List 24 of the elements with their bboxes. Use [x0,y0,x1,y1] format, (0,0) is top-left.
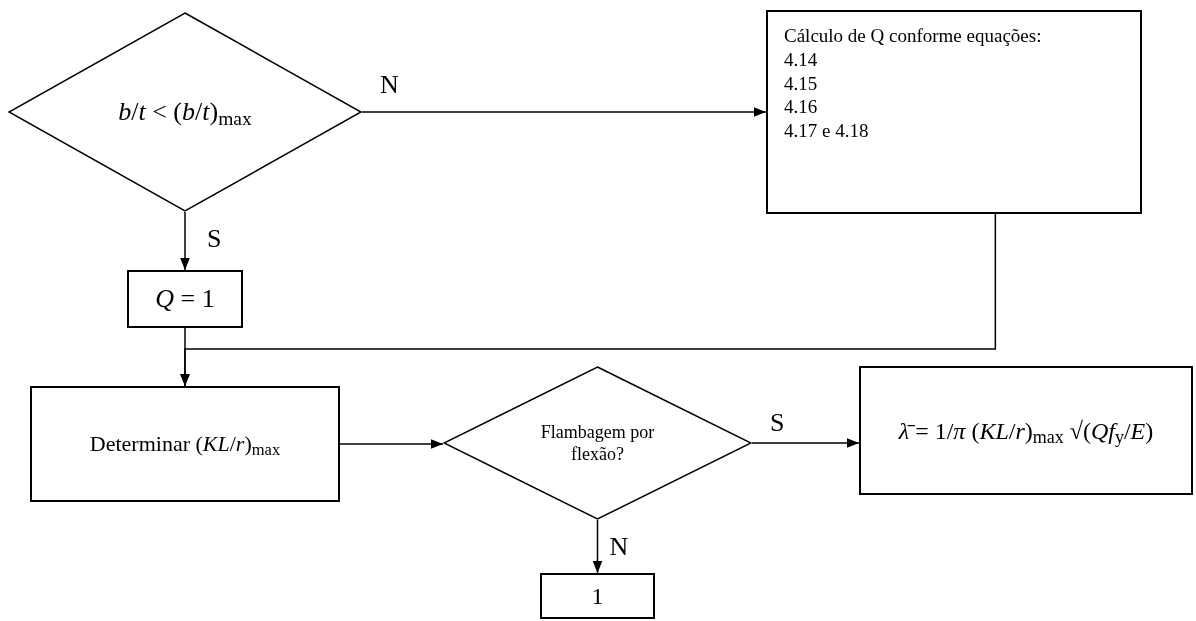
decision-diamond [443,366,752,520]
box-text: Cálculo de Q conforme equações: [784,24,1042,48]
decision-text: Flambagem por flexão? [539,420,656,466]
decision-text: b/t < (b/t)$_{max}$ [118,95,252,129]
box-text: Q = 1 [155,282,215,315]
box-text: 4.14 [784,47,818,72]
box-text: 4.15 [784,71,818,96]
process-box [859,366,1193,495]
arrow [592,519,603,574]
box-text: λ̄ = 1/π (KL/r)$_{max}$ √(Qf$_{y}$/E) [898,416,1154,446]
box-text: 4.17 e 4.18 [784,119,869,143]
arrow [361,107,767,117]
arrow [180,211,190,271]
process-box [30,386,340,502]
process-box [540,573,655,619]
box-text: 1 [591,582,604,611]
box-text: Determinar (KL/r)$_{max}$ [89,430,281,458]
decision-diamond [8,12,362,212]
process-box [127,270,243,328]
box-text: 4.16 [784,95,818,119]
arrow [339,439,444,449]
process-box [766,10,1142,214]
arrow [751,438,860,448]
arrow [180,213,997,387]
